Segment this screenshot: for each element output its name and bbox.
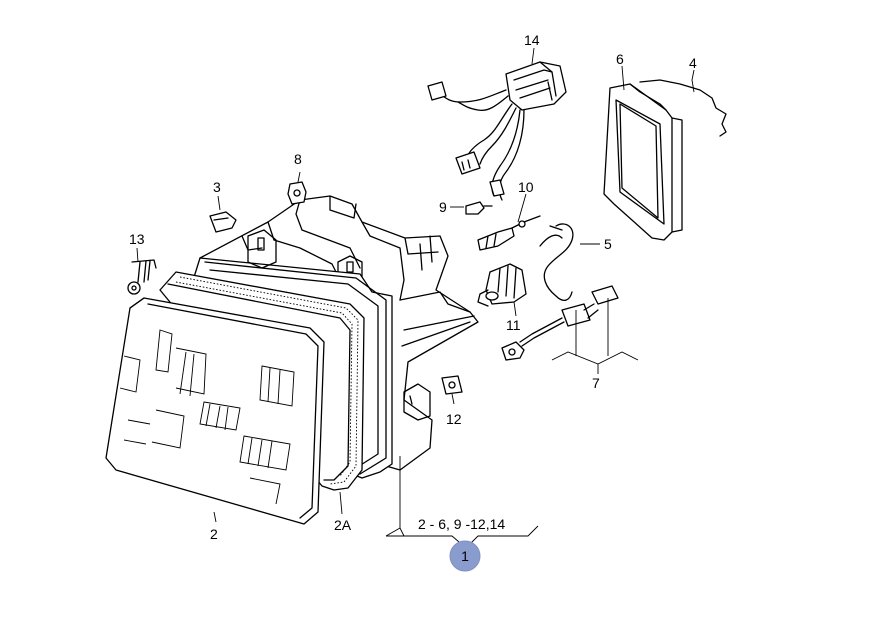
side-bulb <box>477 215 541 251</box>
label-12: 12 <box>446 411 462 427</box>
label-6: 6 <box>616 51 624 67</box>
wiring-harness <box>427 61 567 201</box>
label-14: 14 <box>524 32 540 48</box>
headlamp-lens <box>105 297 325 525</box>
rear-cover-gasket <box>603 83 683 241</box>
leader-lines <box>136 47 695 549</box>
label-8: 8 <box>294 151 302 167</box>
label-range: 2 - 6, 9 -12,14 <box>418 516 505 532</box>
label-4: 4 <box>689 55 697 71</box>
screw <box>127 259 157 295</box>
label-7: 7 <box>592 375 600 391</box>
label-3: 3 <box>213 179 221 195</box>
connecting-wire <box>539 223 574 302</box>
label-1: 1 <box>461 548 469 564</box>
label-5: 5 <box>604 236 612 252</box>
spring-clip <box>209 211 237 233</box>
label-9: 9 <box>439 199 447 215</box>
main-bulb <box>477 263 527 307</box>
small-bulb <box>465 201 493 215</box>
label-11: 11 <box>506 317 521 333</box>
label-2: 2 <box>210 526 218 542</box>
label-2a: 2A <box>334 517 352 533</box>
retaining-clip <box>287 181 307 205</box>
part-1-badge[interactable]: 1 <box>449 540 481 572</box>
label-13: 13 <box>129 231 145 247</box>
label-10: 10 <box>518 179 534 195</box>
clip-nut <box>441 375 463 395</box>
callout-labels: 14 6 4 8 3 13 9 10 5 11 7 12 2 2A 2 - 6,… <box>129 32 697 542</box>
wire-cover <box>639 79 727 137</box>
